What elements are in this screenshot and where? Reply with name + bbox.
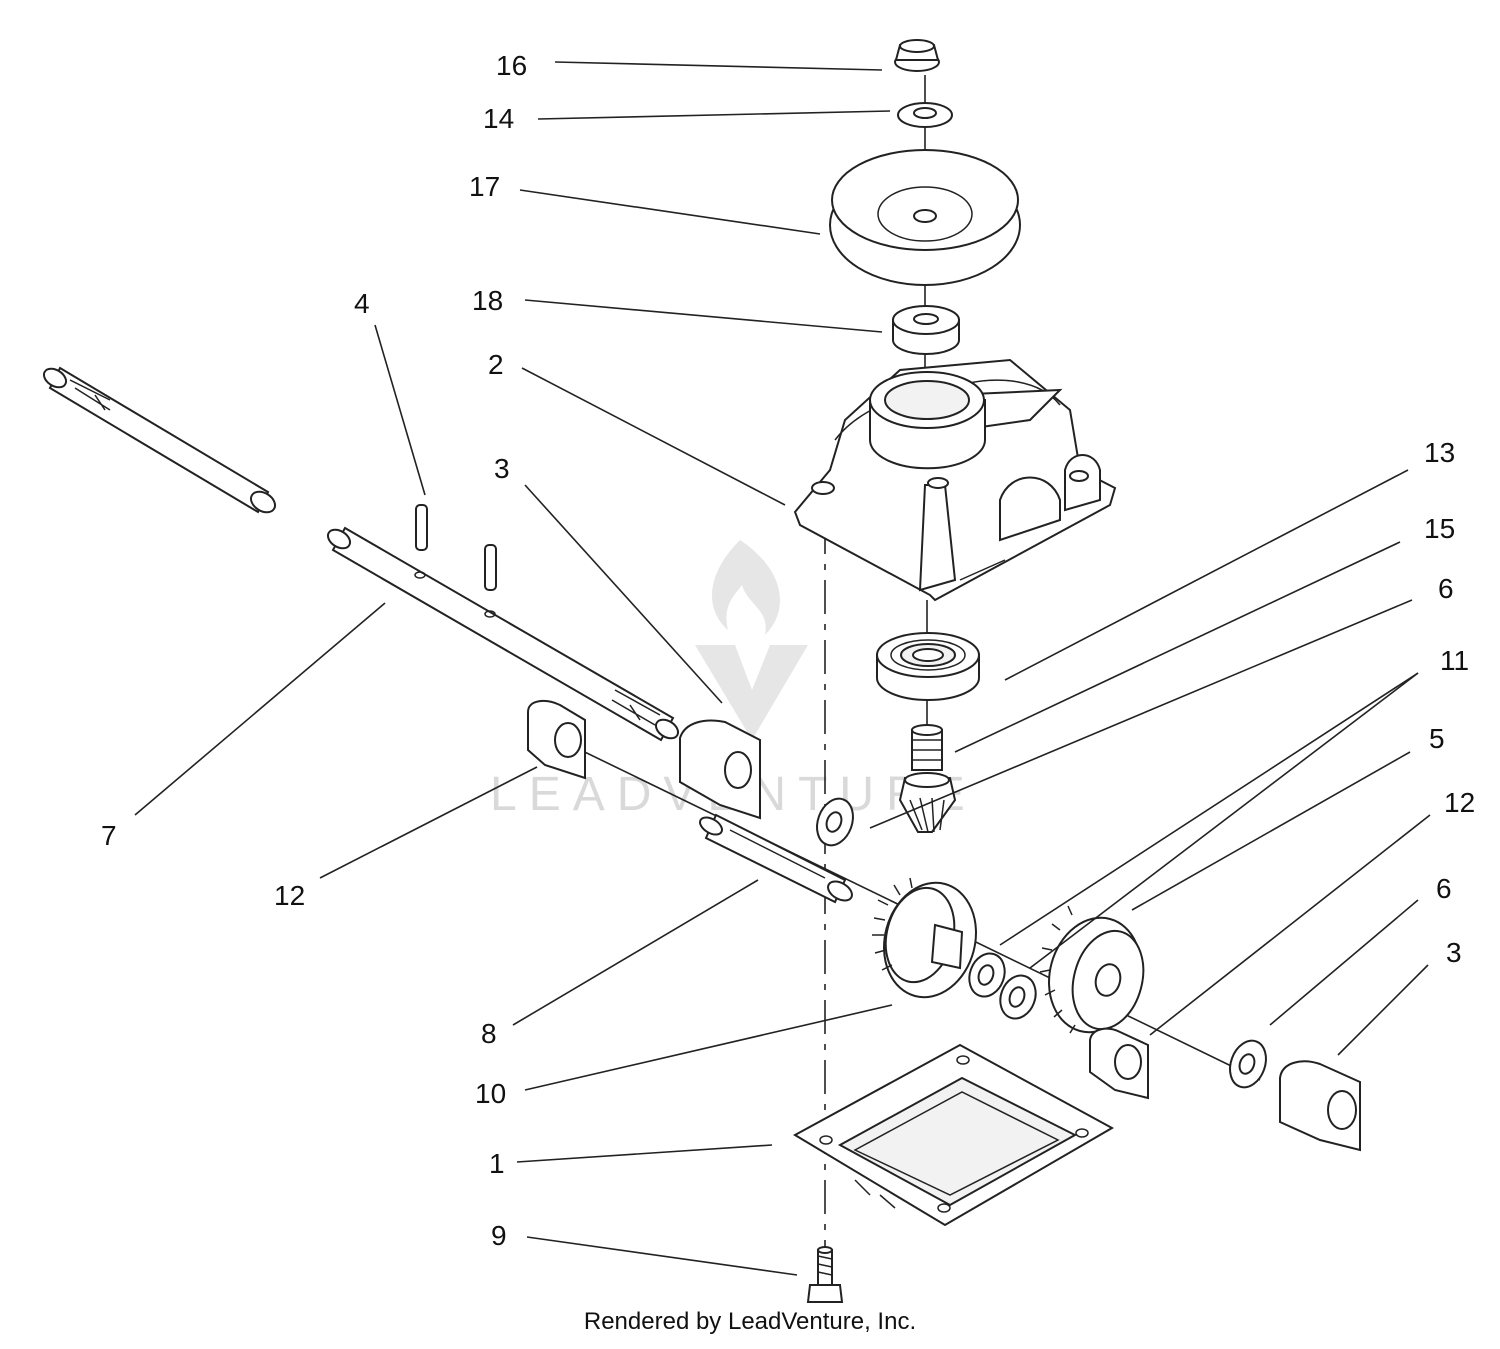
watermark-flame-icon: [712, 540, 780, 635]
bushing-12b: [1089, 1027, 1149, 1100]
washer-6b: [1229, 1039, 1267, 1089]
callout-8: 8: [481, 1018, 497, 1049]
bushing-3a: [679, 719, 761, 820]
callout-13: 13: [1424, 437, 1455, 468]
callout-3-lower: 3: [1446, 937, 1462, 968]
cover-1: [792, 1043, 1115, 1227]
gear-5: [1039, 905, 1145, 1034]
screw-9: [806, 1246, 844, 1303]
callout-12-right: 12: [1444, 787, 1475, 818]
callout-5: 5: [1429, 723, 1445, 754]
callout-12-left: 12: [274, 880, 305, 911]
watermark-v-icon: [695, 645, 808, 740]
callout-6-upper: 6: [1438, 573, 1454, 604]
gear-10: [872, 877, 977, 999]
callout-1: 1: [489, 1148, 505, 1179]
washer-6a: [816, 797, 854, 847]
callout-2: 2: [488, 349, 504, 380]
bearing-13: [876, 632, 980, 701]
pin-shaft-8: [699, 813, 853, 904]
callout-18: 18: [472, 285, 503, 316]
callout-10: 10: [475, 1078, 506, 1109]
housing-2: [793, 358, 1117, 602]
callout-14: 14: [483, 103, 514, 134]
callout-16: 16: [496, 50, 527, 81]
pins-4: [415, 504, 497, 591]
flange-nut-16: [894, 39, 940, 72]
washers-11: [968, 952, 1037, 1020]
callout-11: 11: [1440, 645, 1469, 676]
spacer-18: [892, 305, 960, 355]
washer-14: [897, 102, 953, 128]
callout-9: 9: [491, 1220, 507, 1251]
pulley-17: [829, 149, 1021, 286]
callout-15: 15: [1424, 513, 1455, 544]
shaft-7: [326, 526, 680, 742]
leader-lines: [134, 61, 1431, 1276]
callout-17: 17: [469, 171, 500, 202]
callout-labels: 16 14 17 18 4 2 3 13 15 6 11 5 12 6 3 7 …: [101, 50, 1475, 1251]
credit-line: Rendered by LeadVenture, Inc.: [583, 1308, 917, 1335]
axle-7: [42, 366, 277, 514]
bushing-3b: [1279, 1060, 1361, 1152]
callout-7: 7: [101, 820, 117, 851]
callout-6-lower: 6: [1436, 873, 1452, 904]
bushing-12a: [527, 699, 586, 780]
callout-4: 4: [354, 288, 370, 319]
pinion-15: [898, 724, 957, 833]
callout-3-upper: 3: [494, 453, 510, 484]
